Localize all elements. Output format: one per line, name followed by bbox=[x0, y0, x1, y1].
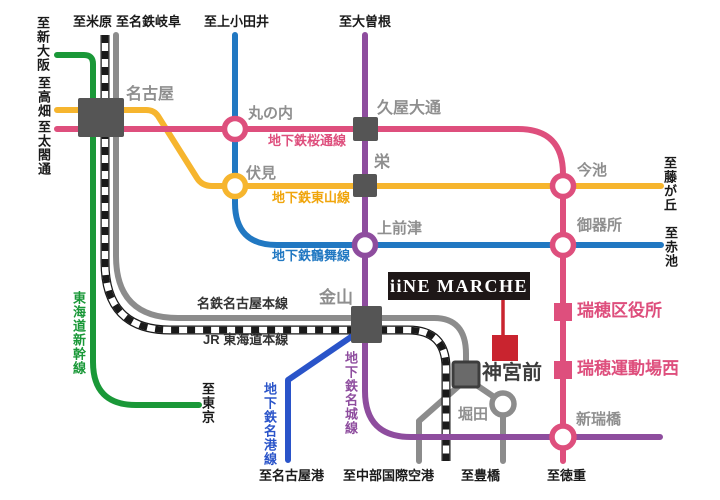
station-label-hisaya-odori: 久屋大通 bbox=[377, 100, 442, 117]
line-label-shinkansen: 東海道新幹線 bbox=[71, 291, 86, 375]
station-label-imaike: 今池 bbox=[577, 162, 608, 179]
station-label-marunouchi: 丸の内 bbox=[248, 105, 294, 122]
station-marker-mizuho-kuyakusho bbox=[554, 303, 572, 321]
station-label-gokiso: 御器所 bbox=[577, 217, 623, 234]
station-label-horita: 堀田 bbox=[458, 406, 489, 423]
terminus-label-nagoyako: 至名古屋港 bbox=[259, 468, 325, 483]
terminus-label-tokyo: 至東京 bbox=[200, 382, 215, 424]
station-marker-aratamabashi bbox=[549, 423, 577, 451]
jr-tokaido-line bbox=[100, 35, 451, 461]
shinkansen-line bbox=[54, 52, 202, 408]
station-marker-mizuho-undojo-nishi bbox=[554, 361, 572, 379]
station-label-nagoya: 名古屋 bbox=[126, 86, 175, 103]
terminus-label-toyohashi: 至豊橋 bbox=[461, 468, 501, 483]
station-label-kamimaezu: 上前津 bbox=[377, 220, 423, 237]
location-marker bbox=[492, 335, 518, 361]
tsurumai-line bbox=[232, 32, 664, 248]
terminus-label-maibara: 至米原 bbox=[73, 14, 113, 29]
terminus-label-fujigaoka: 至藤が丘 bbox=[662, 156, 677, 212]
line-label-jr: JR 東海道本線 bbox=[203, 332, 289, 347]
station-label-mizuho-undojo-nishi: 瑞穂運動場西 bbox=[577, 359, 679, 378]
station-marker-gokiso bbox=[549, 231, 577, 259]
station-marker-kanayama bbox=[351, 306, 382, 343]
terminus-label-meitetsu-gifu: 至名鉄岐阜 bbox=[116, 14, 182, 29]
line-label-tsurumai: 地下鉄鶴舞線 bbox=[272, 248, 351, 263]
line-label-sakuradori: 地下鉄桜通線 bbox=[268, 133, 347, 148]
station-marker-sakae bbox=[353, 174, 377, 197]
line-label-meijo: 地下鉄名城線 bbox=[343, 351, 358, 435]
terminus-label-ozone: 至大曽根 bbox=[339, 14, 392, 29]
terminus-label-kamiotai: 至上小田井 bbox=[204, 14, 270, 29]
line-label-meiko: 地下鉄名港線 bbox=[262, 382, 277, 466]
sakuradori-line bbox=[54, 126, 566, 464]
station-label-aratamabashi: 新瑞橋 bbox=[576, 411, 622, 428]
meijo-line bbox=[362, 32, 663, 440]
station-label-sakae: 栄 bbox=[374, 154, 391, 171]
station-label-fushimi: 伏見 bbox=[246, 165, 277, 182]
station-marker-marunouchi bbox=[221, 115, 249, 143]
station-marker-horita bbox=[489, 390, 517, 418]
station-label-jingumae: 神宮前 bbox=[482, 362, 542, 384]
station-marker-imaike bbox=[549, 172, 577, 200]
terminus-label-takabata: 至高畑 bbox=[36, 76, 51, 118]
meiko-line bbox=[285, 334, 354, 463]
brand-logo: iiNE MARCHE bbox=[388, 272, 530, 300]
station-marker-jingumae bbox=[451, 360, 481, 389]
terminus-label-tokushige: 至徳重 bbox=[547, 468, 587, 483]
line-label-higashiyama: 地下鉄東山線 bbox=[272, 190, 351, 205]
line-label-meitetsu: 名鉄名古屋本線 bbox=[197, 296, 289, 311]
station-label-kanayama: 金山 bbox=[319, 288, 353, 307]
terminus-label-shin-osaka: 至新大阪 bbox=[35, 16, 50, 72]
terminus-label-centrair: 至中部国際空港 bbox=[343, 468, 435, 483]
station-marker-hisaya-odori bbox=[353, 117, 378, 141]
station-marker-nagoya bbox=[78, 98, 124, 137]
higashiyama-line bbox=[54, 107, 664, 189]
station-label-mizuho-kuyakusho: 瑞穂区役所 bbox=[577, 301, 662, 320]
meitetsu-main-line bbox=[113, 32, 469, 369]
terminus-label-taiko-dori: 至太閤通 bbox=[36, 120, 51, 176]
meitetsu-airport-branch bbox=[416, 381, 464, 464]
station-marker-fushimi bbox=[221, 172, 249, 200]
station-marker-kamimaezu bbox=[351, 231, 379, 259]
terminus-label-akaike: 至赤池 bbox=[663, 226, 678, 268]
